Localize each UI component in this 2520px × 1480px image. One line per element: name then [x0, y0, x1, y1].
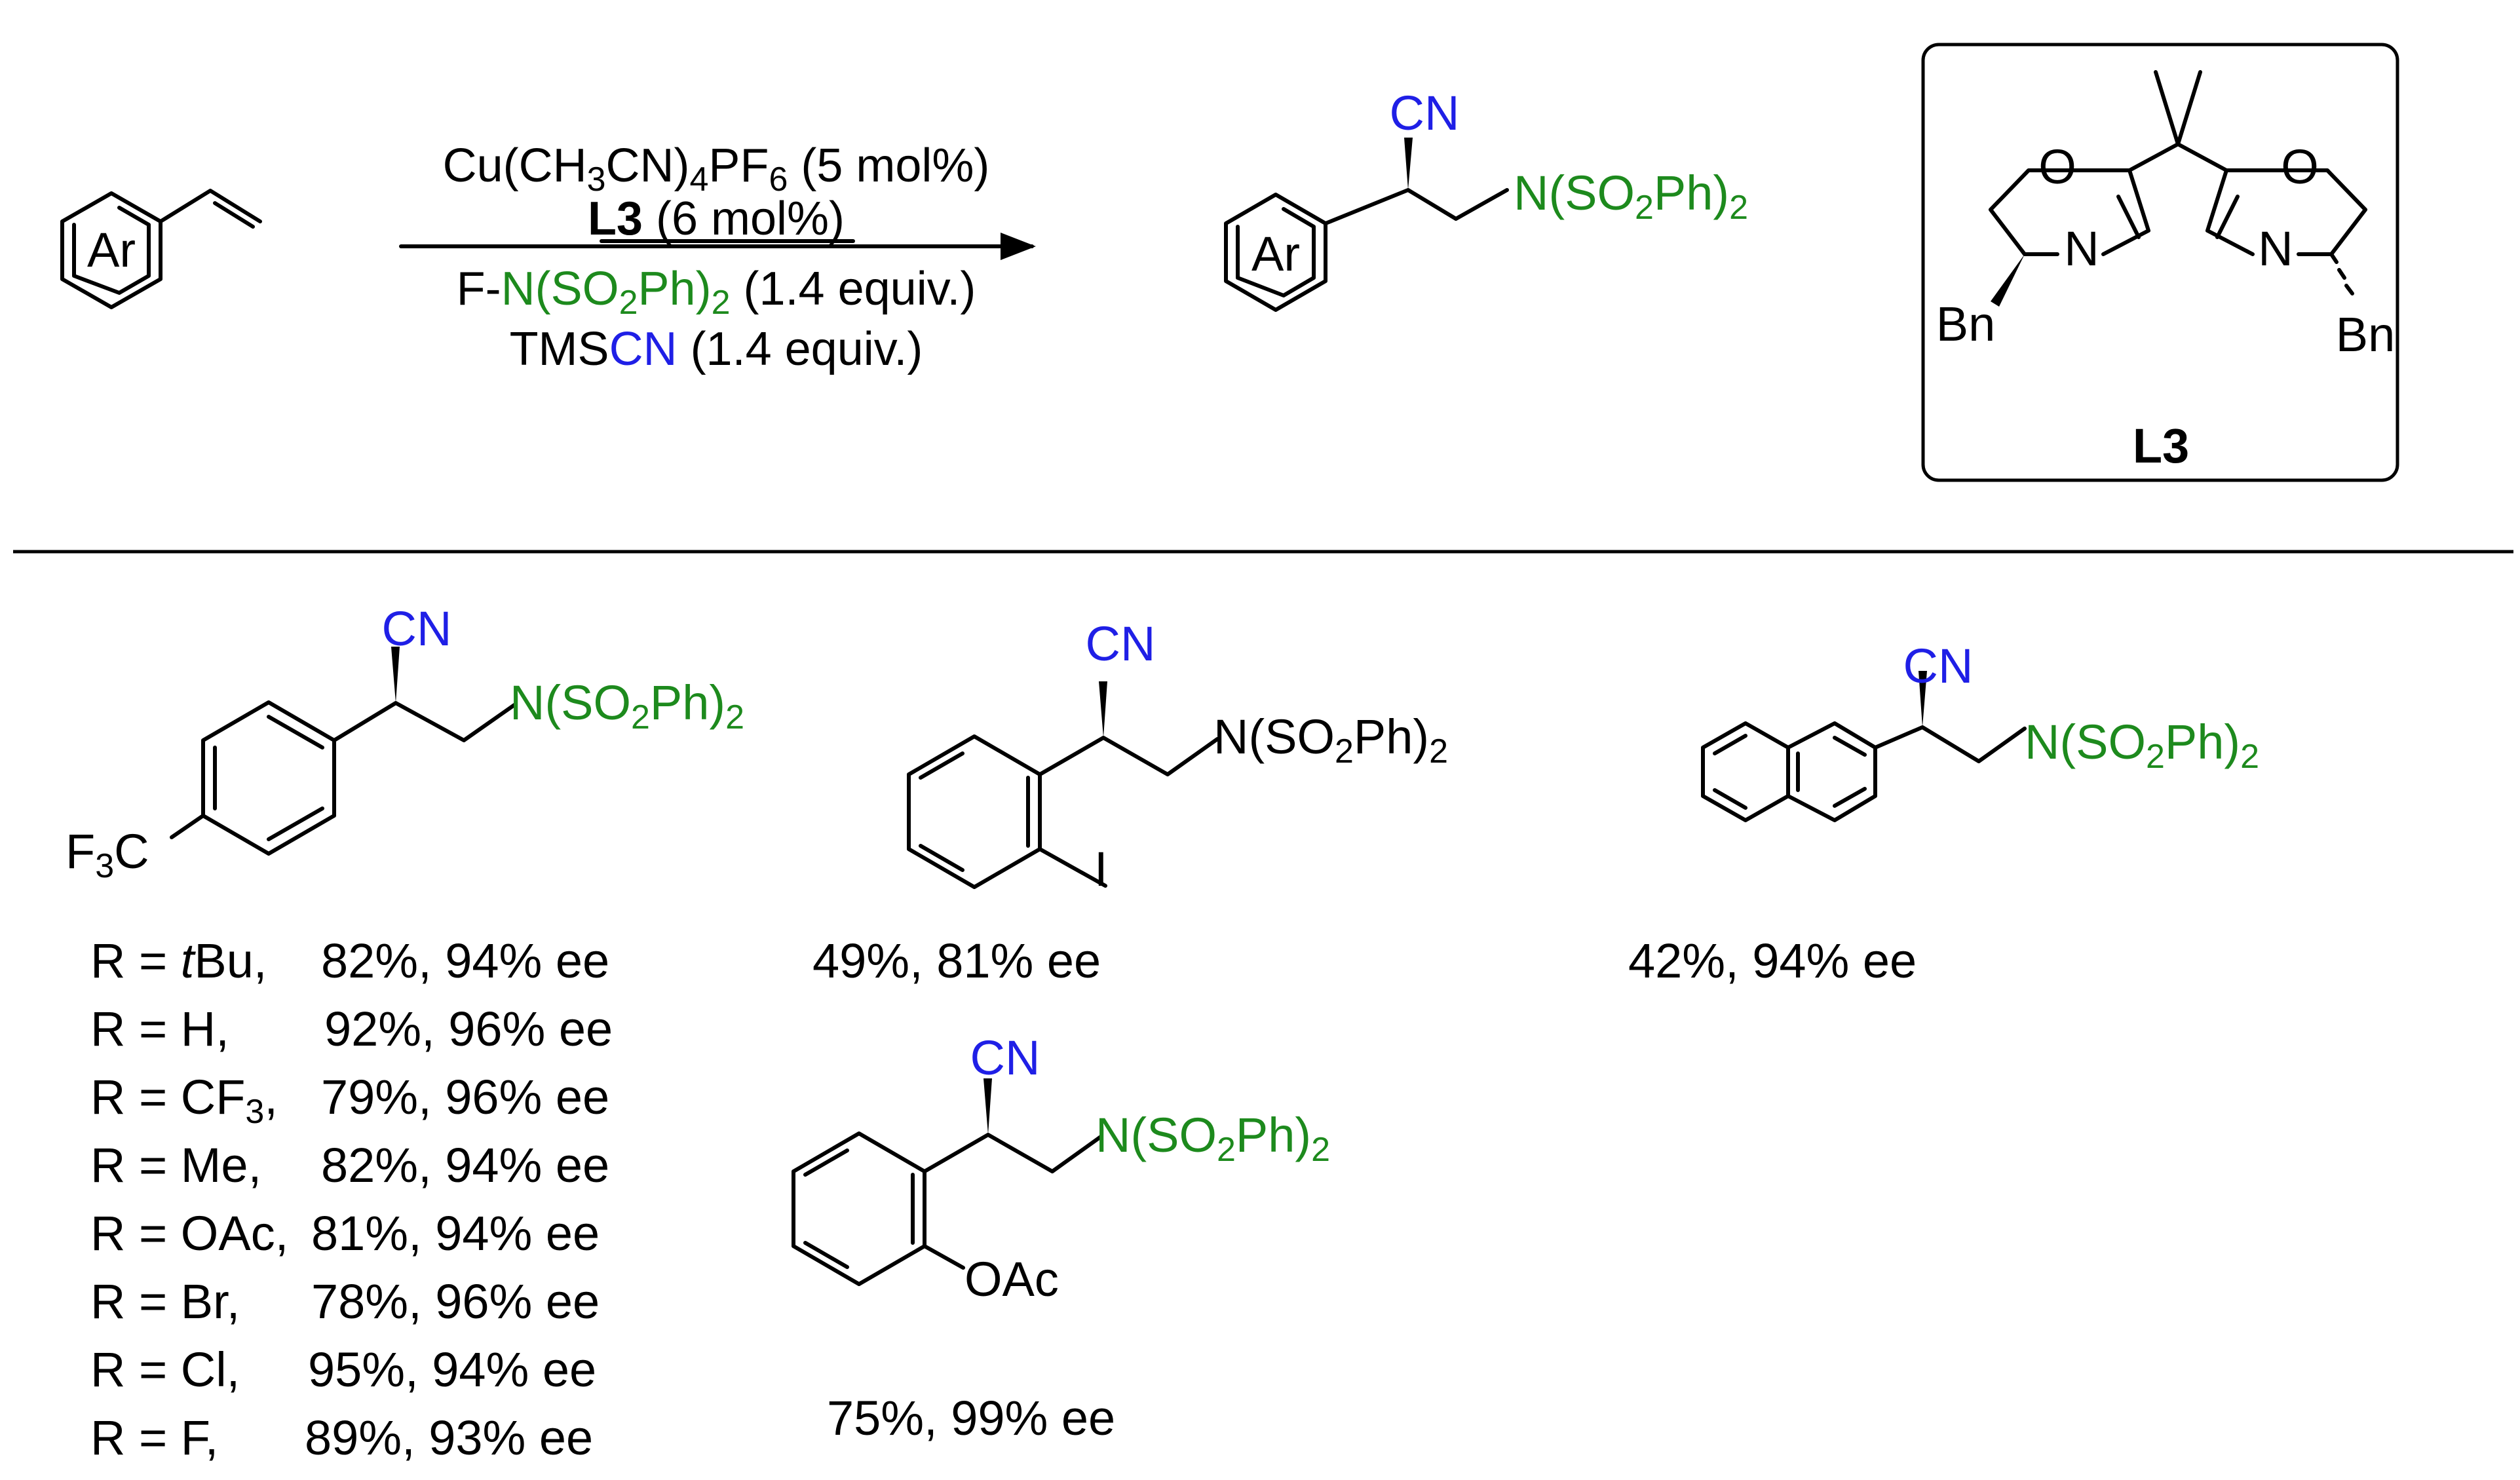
- ortho-iodo-substituent: I: [1094, 842, 1108, 896]
- list-item: R = OAc, 81%, 94% ee: [90, 1206, 600, 1261]
- result-r: R = CF3,: [90, 1070, 278, 1131]
- ligand-box: O O N N Bn Bn L3: [1921, 43, 2399, 482]
- para-results-list: R = tBu, 82%, 94% ee R = H, 92%, 96% ee …: [90, 934, 613, 1465]
- ligand-bn-left: Bn: [1936, 297, 1996, 351]
- list-item: R = H, 92%, 96% ee: [90, 1002, 613, 1056]
- ligand-wedge-left: [1991, 254, 2025, 307]
- result-r: R = F,: [90, 1411, 218, 1465]
- wedge-bond: [1099, 681, 1107, 738]
- ortho-oac-result: 75%, 99% ee: [827, 1391, 1115, 1445]
- substrate-ortho-oac-structure: CN N(SO2Ph)2 OAc: [792, 1031, 1330, 1306]
- para-nitrile: CN: [382, 601, 452, 656]
- result-value: 89%, 93% ee: [305, 1411, 593, 1465]
- result-r: R = Me,: [90, 1138, 261, 1192]
- ortho-oac-sulfonimide: N(SO2Ph)2: [1096, 1108, 1330, 1169]
- list-item: R = tBu, 82%, 94% ee: [90, 934, 609, 988]
- ortho-iodo-nitrile: CN: [1086, 617, 1156, 671]
- result-value: 82%, 94% ee: [321, 1138, 609, 1192]
- condition-catalyst: Cu(CH3CN)4PF6 (5 mol%): [443, 140, 990, 199]
- ortho-iodo-result: 49%, 81% ee: [812, 934, 1101, 988]
- naphthyl-result: 42%, 94% ee: [1628, 934, 1917, 988]
- product-ar-label: Ar: [1251, 227, 1300, 281]
- list-item: R = F, 89%, 93% ee: [90, 1411, 593, 1465]
- substrate-ar-label: Ar: [87, 223, 136, 277]
- result-value: 78%, 96% ee: [311, 1274, 600, 1329]
- product-sulfonimide: N(SO2Ph)2: [1514, 166, 1748, 227]
- ortho-iodo-sulfonimide: N(SO2Ph)2: [1213, 710, 1448, 770]
- substrate-naphthyl-structure: CN N(SO2Ph)2: [1701, 639, 2259, 822]
- ortho-oac-nitrile: CN: [970, 1031, 1040, 1085]
- result-r: R = Br,: [90, 1274, 240, 1329]
- list-item: R = CF3, 79%, 96% ee: [90, 1070, 609, 1131]
- wedge-bond: [1919, 671, 1927, 727]
- ligand-o-left: O: [2038, 140, 2076, 194]
- result-value: 92%, 96% ee: [324, 1002, 613, 1056]
- substrate-para-structure: CN N(SO2Ph)2 F3C: [66, 601, 744, 885]
- ortho-oac-substituent: OAc: [964, 1252, 1059, 1306]
- reaction-conditions: Cu(CH3CN)4PF6 (5 mol%) L3 (6 mol%) F-N(S…: [443, 140, 990, 375]
- wedge-bond: [1404, 138, 1413, 190]
- result-r: R = tBu,: [90, 934, 267, 988]
- ligand-name: L3: [2133, 419, 2189, 473]
- ligand-n-left: N: [2064, 221, 2099, 276]
- list-item: R = Me, 82%, 94% ee: [90, 1138, 609, 1192]
- naphthyl-nitrile: CN: [1903, 639, 1974, 693]
- condition-fluorinating-reagent: F-N(SO2Ph)2 (1.4 equiv.): [457, 263, 976, 322]
- wedge-bond: [983, 1078, 992, 1135]
- para-substituent: F3C: [66, 824, 149, 885]
- list-item: R = Br, 78%, 96% ee: [90, 1274, 600, 1329]
- condition-cyanide-source: TMSCN (1.4 equiv.): [510, 323, 923, 375]
- ligand-bn-right: Bn: [2336, 307, 2396, 362]
- wedge-bond: [391, 647, 400, 703]
- condition-ligand: L3 (6 mol%): [588, 193, 845, 245]
- substrate-ortho-iodo-structure: CN N(SO2Ph)2 I: [907, 617, 1448, 896]
- result-value: 95%, 94% ee: [308, 1342, 596, 1397]
- ligand-n-right: N: [2258, 221, 2293, 276]
- result-value: 81%, 94% ee: [311, 1206, 600, 1261]
- result-value: 82%, 94% ee: [321, 934, 609, 988]
- ligand-o-right: O: [2281, 140, 2319, 194]
- result-r: R = OAc,: [90, 1206, 288, 1261]
- result-r: R = H,: [90, 1002, 229, 1056]
- product-structure: Ar CN N(SO2Ph)2: [1224, 86, 1748, 312]
- list-item: R = Cl, 95%, 94% ee: [90, 1342, 596, 1397]
- product-nitrile: CN: [1390, 86, 1460, 140]
- para-sulfonimide: N(SO2Ph)2: [510, 675, 744, 736]
- naphthyl-sulfonimide: N(SO2Ph)2: [2025, 715, 2259, 776]
- result-value: 79%, 96% ee: [321, 1070, 609, 1124]
- result-r: R = Cl,: [90, 1342, 240, 1397]
- substrate-styrene: Ar: [60, 189, 262, 309]
